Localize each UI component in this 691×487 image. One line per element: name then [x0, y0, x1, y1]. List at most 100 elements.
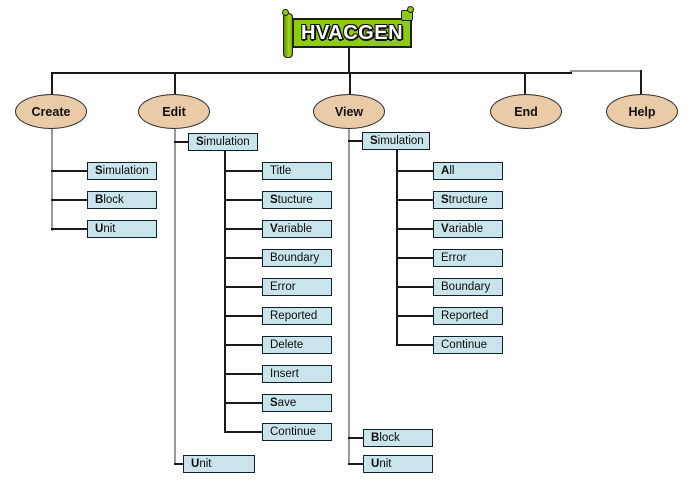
- menu-item-label: Reported: [441, 310, 489, 322]
- menu-item-label: Continue: [441, 339, 488, 351]
- menu-view-simulation-item-boundary: Boundary: [433, 278, 503, 296]
- connector-line: [224, 170, 262, 172]
- connector-line: [224, 286, 262, 288]
- connector-line: [224, 431, 262, 433]
- connector-top-bus-right: [570, 70, 642, 72]
- menu-item-label: Structure: [441, 194, 488, 206]
- menu-oval-label: Help: [628, 104, 656, 119]
- menu-item-label: Error: [441, 252, 467, 264]
- menu-item-label: Reported: [270, 310, 318, 322]
- connector-line: [224, 257, 262, 259]
- menu-edit-simulation-item-variable: Variable: [262, 220, 332, 238]
- connector-create-trunk: [51, 129, 53, 231]
- connector-line: [396, 199, 433, 201]
- menu-item-label: Simulation: [370, 135, 424, 147]
- menu-edit-simulation-item-boundary: Boundary: [262, 249, 332, 267]
- connector-line: [348, 140, 363, 142]
- banner-knob-left-icon: [282, 9, 289, 16]
- menu-item-label: Stucture: [270, 194, 313, 206]
- menu-oval-create: Create: [15, 94, 87, 129]
- connector-line: [51, 170, 88, 172]
- banner-plate: HVACGEN: [292, 18, 412, 48]
- connector-line: [396, 286, 433, 288]
- menu-oval-edit: Edit: [138, 94, 210, 129]
- menu-oval-label: Create: [31, 104, 71, 119]
- menu-oval-label: Edit: [162, 104, 186, 119]
- connector-line: [174, 141, 189, 143]
- connector-edit-trunk: [174, 129, 176, 465]
- menu-view-simulation-item-all: All: [433, 162, 503, 180]
- menu-item-label: Simulation: [196, 136, 250, 148]
- connector-line: [224, 199, 262, 201]
- menu-edit-simulation-item-delete: Delete: [262, 336, 332, 354]
- menu-edit-simulation-item-insert: Insert: [262, 365, 332, 383]
- menu-create-item-block: Block: [87, 191, 157, 209]
- menu-oval-label: End: [514, 104, 538, 119]
- menu-edit-simulation-item-reported: Reported: [262, 307, 332, 325]
- menu-oval-view: View: [313, 94, 385, 129]
- connector-line: [396, 344, 433, 346]
- menu-item-label: Simulation: [95, 165, 149, 177]
- banner-title: HVACGEN: [300, 21, 404, 44]
- menu-item-label: Boundary: [270, 252, 320, 264]
- menu-item-label: Unit: [95, 223, 116, 235]
- menu-item-label: Block: [371, 432, 400, 444]
- menu-view-item-simulation: Simulation: [362, 132, 430, 150]
- connector-edit-simulation-trunk: [224, 151, 226, 433]
- connector-line: [396, 170, 433, 172]
- menu-item-label: Save: [270, 397, 297, 409]
- menu-edit-item-unit: Unit: [183, 455, 255, 473]
- menu-create-item-simulation: Simulation: [87, 162, 157, 180]
- connector-line: [348, 463, 364, 465]
- menu-edit-simulation-item-error: Error: [262, 278, 332, 296]
- menu-item-label: Delete: [270, 339, 304, 351]
- connector-oval-stub: [51, 72, 53, 94]
- menu-item-label: Continue: [270, 426, 317, 438]
- menu-view-item-block: Block: [363, 429, 433, 447]
- menu-item-label: Block: [95, 194, 124, 206]
- menu-edit-simulation-item-title: Title: [262, 162, 332, 180]
- connector-view-simulation-trunk: [396, 150, 398, 346]
- menu-view-simulation-item-continue: Continue: [433, 336, 503, 354]
- menu-item-label: All: [441, 165, 455, 177]
- connector-line: [348, 437, 364, 439]
- connector-line: [396, 315, 433, 317]
- menu-item-label: Title: [270, 165, 292, 177]
- menu-item-label: Unit: [371, 458, 392, 470]
- connector-line: [224, 373, 262, 375]
- menu-oval-end: End: [490, 94, 562, 129]
- menu-item-label: Error: [270, 281, 296, 293]
- menu-edit-simulation-item-continue: Continue: [262, 423, 332, 441]
- menu-oval-label: View: [334, 104, 364, 119]
- menu-view-simulation-item-variable: Variable: [433, 220, 503, 238]
- connector-line: [224, 315, 262, 317]
- connector-banner-trunk: [348, 47, 350, 73]
- connector-line: [396, 228, 433, 230]
- connector-line: [51, 228, 88, 230]
- connector-line: [224, 228, 262, 230]
- menu-edit-simulation-item-save: Save: [262, 394, 332, 412]
- menu-edit-simulation-item-stucture: Stucture: [262, 191, 332, 209]
- menu-view-simulation-item-structure: Structure: [433, 191, 503, 209]
- menu-item-label: Insert: [270, 368, 299, 380]
- menu-create-item-unit: Unit: [87, 220, 157, 238]
- connector-line: [51, 199, 88, 201]
- menu-view-simulation-item-reported: Reported: [433, 307, 503, 325]
- connector-line: [396, 257, 433, 259]
- connector-top-bus: [51, 72, 572, 74]
- connector-oval-stub: [349, 72, 351, 94]
- banner-knob-right-icon: [407, 6, 414, 13]
- connector-line: [174, 463, 184, 465]
- connector-line: [224, 344, 262, 346]
- connector-oval-stub: [524, 72, 526, 94]
- connector-view-trunk: [348, 129, 350, 465]
- connector-oval-stub: [174, 72, 176, 94]
- menu-item-label: Boundary: [441, 281, 491, 293]
- menu-view-item-unit: Unit: [363, 455, 433, 473]
- menu-oval-help: Help: [606, 94, 678, 129]
- connector-oval-stub: [640, 70, 642, 94]
- menu-edit-item-simulation: Simulation: [188, 133, 258, 151]
- menu-item-label: Unit: [191, 458, 212, 470]
- connector-line: [224, 402, 262, 404]
